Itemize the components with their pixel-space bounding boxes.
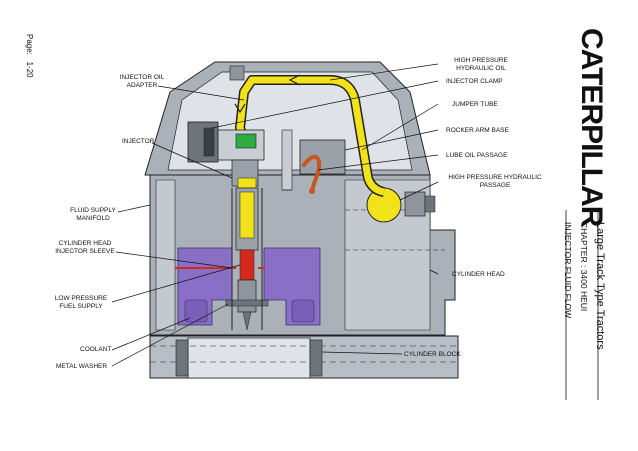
cylinder-bore [187,337,311,379]
clamp-solenoid [203,127,215,157]
lube-oil-passage [302,154,322,192]
label-rocker-arm-base: ROCKER ARM BASE [446,127,509,134]
label-high-pressure-hydraulic-passage: HIGH PRESSURE HYDRAULIC PASSAGE [448,174,542,189]
flow-arrow-icon [234,103,246,114]
metal-washer [225,299,269,307]
label-cylinder-head-injector-sleeve: CYLINDER HEAD INJECTOR SLEEVE [55,240,115,255]
injector-nozzle-body [237,279,257,313]
injector-fuel-chamber [239,249,255,281]
label-cylinder-block: CYLINDER BLOCK [404,351,461,358]
label-metal-washer: METAL WASHER [56,363,108,370]
label-injector-oil-adapter: INJECTOR OIL ADAPTER [119,74,165,89]
label-cylinder-head: CYLINDER HEAD [452,271,505,278]
label-fluid-supply-manifold: FLUID SUPPLY MANIFOLD [70,207,116,222]
injector-intensifier [239,191,255,239]
passage-plug-head [424,195,436,213]
injector-tip [242,311,252,331]
label-low-pressure-fuel-supply: LOW PRESSURE FUEL SUPPLY [54,295,108,310]
high-pressure-hydraulic-passage [366,187,402,223]
coolant-pocket [291,299,315,323]
flow-arrow-icon [288,74,301,86]
rocker-arm-base [299,139,346,175]
injector-oil-chamber [237,177,257,189]
jumper-tube [262,76,385,196]
cover-bolt [229,65,245,81]
label-injector-clamp: INJECTOR CLAMP [446,78,503,85]
head-casting-right [344,179,431,331]
passage-plug [404,191,426,217]
leader-lines [111,63,439,367]
label-jumper-tube: JUMPER TUBE [452,101,498,108]
label-lube-oil-passage: LUBE OIL PASSAGE [446,152,508,159]
fluid-supply-manifold [155,179,176,331]
label-injector: INJECTOR [122,138,155,145]
coolant-pocket [184,299,208,323]
lube-oil-port [309,188,315,194]
head-bolt [309,339,323,377]
push-rod [281,129,293,191]
injector-poppet [235,133,257,149]
label-coolant: COOLANT [80,346,112,353]
head-bolt [175,339,189,377]
label-high-pressure-hydraulic-oil: HIGH PRESSURE HYDRAULIC OIL [454,57,508,72]
